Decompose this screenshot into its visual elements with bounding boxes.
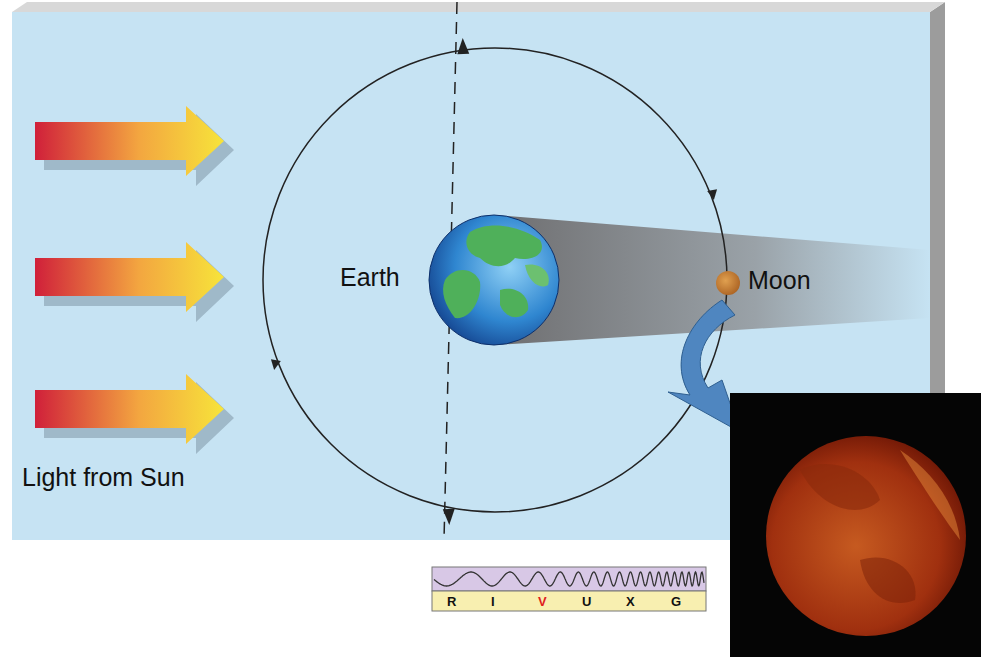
band-letter: G	[671, 595, 681, 609]
moon-body	[716, 271, 740, 295]
band-letter: U	[582, 595, 591, 609]
orbit-arrow	[707, 189, 719, 201]
band-letter: X	[626, 595, 635, 609]
spectrum-bar	[432, 567, 706, 611]
earth-globe	[429, 215, 559, 345]
orbit-arrow	[269, 359, 281, 371]
band-letter: I	[491, 595, 495, 609]
red-moon	[766, 436, 966, 636]
band-letter: V	[538, 595, 547, 609]
sun-light-label: Light from Sun	[22, 464, 185, 492]
light-arrows	[35, 106, 234, 454]
callout-arrow	[668, 300, 740, 432]
axis-arrow	[443, 509, 456, 525]
eclipse-photo	[730, 393, 981, 657]
panel-top	[12, 2, 945, 12]
moon-label: Moon	[748, 267, 811, 295]
band-letter: R	[447, 595, 456, 609]
moon-orbit	[263, 48, 727, 512]
earth-label: Earth	[340, 264, 400, 292]
axis-arrow	[457, 38, 470, 54]
